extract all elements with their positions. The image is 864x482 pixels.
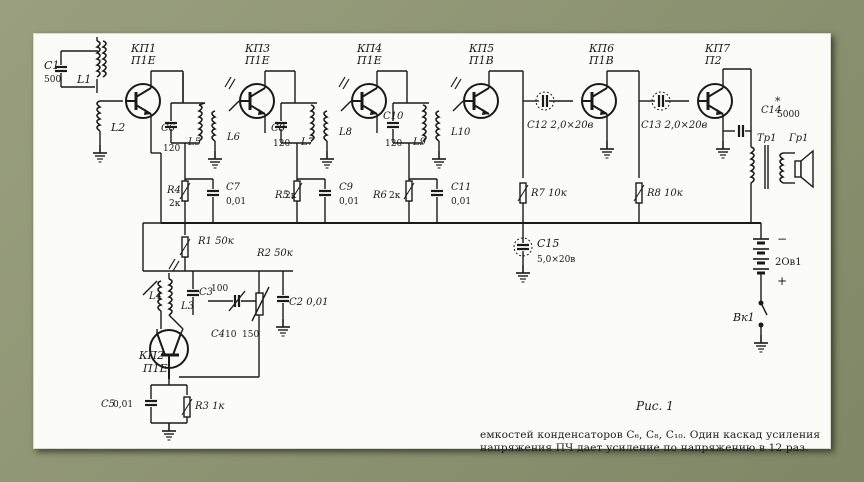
c13-label: C13 2,0×20в xyxy=(641,120,708,131)
r4-c7-decoupling xyxy=(179,178,221,223)
output-transformer xyxy=(750,133,795,223)
kp6-label: КП6 xyxy=(588,42,614,55)
kp5-type: П1В xyxy=(468,54,494,67)
if-tank-2 xyxy=(273,102,335,223)
c15-value: 5,0×20в xyxy=(537,255,575,265)
battery-label: 2Ов1 xyxy=(775,257,802,268)
c3-label: C3 xyxy=(199,287,213,298)
l10-label: L10 xyxy=(450,127,471,138)
c7-label: C7 xyxy=(226,182,241,193)
kp4-type: П1Е xyxy=(356,54,382,67)
c8-value: 120 xyxy=(273,139,290,149)
power-switch xyxy=(753,300,769,353)
kp1-type: П1Е xyxy=(130,54,156,67)
c14-value: 5000 xyxy=(777,110,800,120)
r4-value: 2к xyxy=(169,199,181,209)
transistor-kp4 xyxy=(340,70,408,133)
l2-label: L2 xyxy=(110,121,125,134)
figure-caption: емкостей конденсаторов C₆, C₈, C₁₀. Один… xyxy=(480,429,821,454)
l8-label: L8 xyxy=(338,127,352,138)
r8-label: R8 10к xyxy=(646,188,683,199)
battery-plus: + xyxy=(777,274,787,288)
c3-value: 100 xyxy=(211,284,228,294)
transistor-kp5 xyxy=(452,70,573,283)
antenna-coil-l1 xyxy=(53,37,123,163)
r6-label: R6 xyxy=(372,190,388,201)
c6-label: C6 xyxy=(161,123,176,134)
c4-label: C4 xyxy=(211,329,225,340)
l3-label: L3 xyxy=(180,301,194,312)
kp2-type: П1Е xyxy=(142,362,168,375)
l7-label: L7 xyxy=(300,137,315,148)
l4-label: L4 xyxy=(148,291,162,302)
c6-value: 120 xyxy=(163,144,180,154)
kp3-label: КП3 xyxy=(244,42,270,55)
battery-minus: − xyxy=(777,232,787,246)
r6-value: 2к xyxy=(389,191,401,201)
r5-value: 2к xyxy=(285,191,297,201)
superheterodyne-schematic: C1 500 L1 L2 КП1 П1Е C6 120 L5 L6 xyxy=(44,37,814,441)
c5-label: C5 xyxy=(101,399,115,410)
c7-value: 0,01 xyxy=(226,197,246,207)
c14-label: C14 xyxy=(761,105,781,116)
c5-value: 0,01 xyxy=(113,400,133,410)
r3-label: R3 1к xyxy=(194,401,224,412)
tuning-marks xyxy=(168,76,462,272)
kp2-label: КП2 xyxy=(138,349,164,362)
transistor-kp3 xyxy=(228,70,296,133)
r1-label: R1 50к xyxy=(197,236,234,247)
c8-label: C8 xyxy=(271,123,285,134)
c12-label: C12 2,0×20в xyxy=(527,120,594,131)
transistor-kp6 xyxy=(580,70,689,223)
c11-value: 0,01 xyxy=(451,197,471,207)
c10-value: 120 xyxy=(385,139,402,149)
c4-value-max: 150 xyxy=(242,330,259,340)
transistor-kp7 xyxy=(696,68,752,159)
transistor-kp2 xyxy=(143,328,193,441)
c2-label: C2 0,01 xyxy=(289,297,328,308)
kp7-type: П2 xyxy=(704,54,722,67)
r5-label: R5 xyxy=(274,190,289,201)
kp3-type: П1Е xyxy=(244,54,270,67)
transistor-kp1 xyxy=(124,70,183,223)
c1-label: C1 xyxy=(44,59,59,72)
kp1-label: КП1 xyxy=(130,42,156,55)
c9-value: 0,01 xyxy=(339,197,359,207)
kp4-label: КП4 xyxy=(356,42,382,55)
gr1-label: Гр1 xyxy=(788,133,808,144)
l9-label: L9 xyxy=(412,137,427,148)
battery xyxy=(753,223,769,301)
kp5-label: КП5 xyxy=(468,42,494,55)
kp6-type: П1В xyxy=(588,54,614,67)
c1-value: 500 xyxy=(44,75,61,85)
oscillator-section xyxy=(142,222,293,378)
l6-label: L6 xyxy=(226,132,241,143)
bk1-label: Вк1 xyxy=(732,311,755,324)
c11-label: C11 xyxy=(451,182,471,193)
c10-label: C10 xyxy=(383,111,404,122)
l1-label: L1 xyxy=(76,73,91,86)
c14-star: * xyxy=(775,95,781,108)
speaker-icon xyxy=(794,149,814,189)
kp7-label: КП7 xyxy=(704,42,730,55)
c4-value: 10 xyxy=(225,330,237,340)
l5-label: L5 xyxy=(187,137,201,148)
schematic-sheet: C1 500 L1 L2 КП1 П1Е C6 120 L5 L6 xyxy=(33,33,831,454)
c9-label: C9 xyxy=(339,182,354,193)
c15-label: C15 xyxy=(537,237,559,250)
r2-label: R2 50к xyxy=(256,248,293,259)
tr1-label: Тр1 xyxy=(757,133,776,144)
r7-label: R7 10к xyxy=(530,188,567,199)
figure-label: Рис. 1 xyxy=(636,399,674,413)
r4-label: R4 xyxy=(166,185,181,196)
if-tank-3 xyxy=(385,102,447,223)
